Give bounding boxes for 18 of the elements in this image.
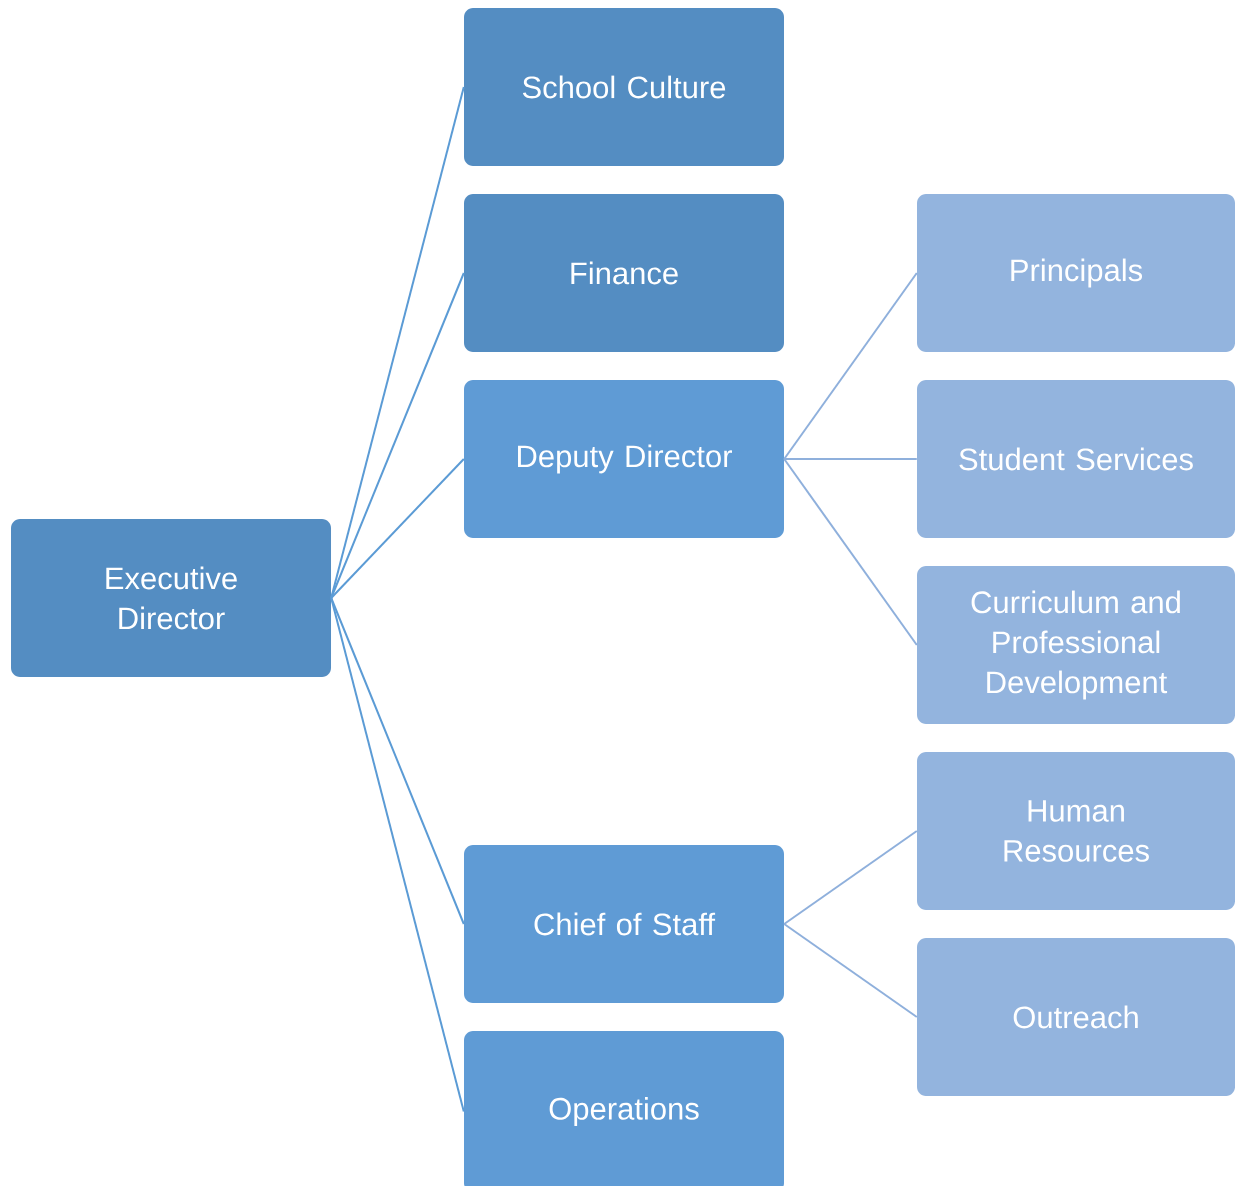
org-box: Human Resources: [917, 752, 1235, 910]
org-box: Executive Director: [11, 519, 331, 677]
org-box: Chief of Staff: [464, 845, 784, 1003]
org-box: Operations: [464, 1031, 784, 1186]
org-box: Deputy Director: [464, 380, 784, 538]
org-box: School Culture: [464, 8, 784, 166]
connector-line: [330, 597, 465, 1113]
connector-line: [783, 830, 918, 925]
org-box: Outreach: [917, 938, 1235, 1096]
connector-line: [783, 458, 918, 460]
connector-line: [330, 458, 465, 599]
connector-line: [783, 923, 918, 1018]
connector-line: [783, 272, 918, 460]
connector-line: [783, 458, 918, 646]
org-box: Finance: [464, 194, 784, 352]
org-box: Student Services: [917, 380, 1235, 538]
org-box: Curriculum and Professional Development: [917, 566, 1235, 724]
org-box: Principals: [917, 194, 1235, 352]
